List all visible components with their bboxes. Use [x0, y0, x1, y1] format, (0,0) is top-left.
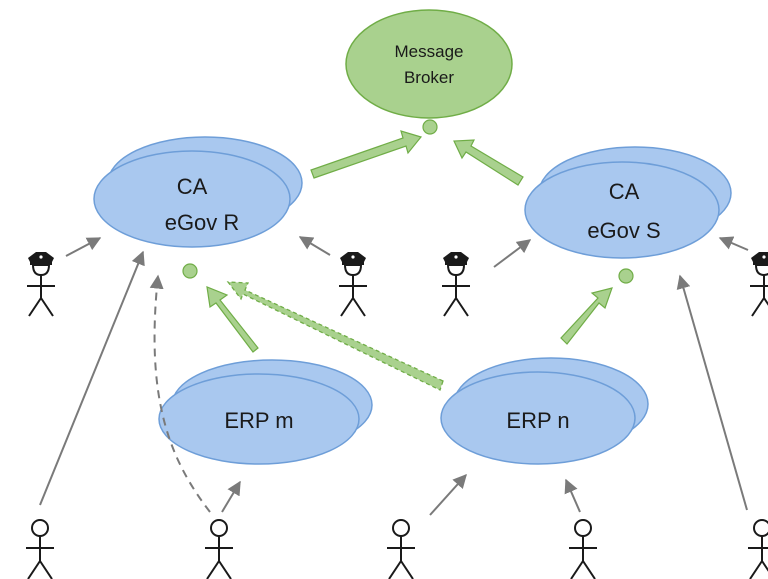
erp-m-label: ERP m [224, 408, 293, 433]
stick-figure-icon [205, 519, 233, 579]
police-officer-icon [442, 252, 470, 317]
erp-n-node: ERP n [440, 357, 649, 465]
arrow-user-to-erp-n-left [429, 473, 467, 516]
police-officer-icon [339, 252, 367, 317]
police-officer-icon [27, 252, 55, 317]
green-arrow-erp-m-to-ca-r [206, 286, 259, 353]
ca-egov-r-label-line1: CA [177, 174, 208, 199]
stick-figure-icon [26, 519, 54, 579]
erp-m-node: ERP m [158, 359, 373, 465]
green-dashed-arrow-erp-n-to-ca-r [226, 281, 444, 391]
ca-egov-s-label-line1: CA [609, 179, 640, 204]
message-broker-label-line1: Message [395, 42, 464, 61]
broker-interface-port [422, 119, 438, 135]
arrow-officer-to-ca-s [493, 239, 532, 268]
erp-n-label: ERP n [506, 408, 569, 433]
ca-egov-r-interface-port [182, 263, 198, 279]
ca-egov-s-node: CA eGov S [524, 146, 732, 259]
arrow-user-to-ca-s [676, 274, 748, 511]
arrow-officer-right-to-ca-s [718, 236, 749, 251]
ca-egov-s-label-line2: eGov S [587, 218, 660, 243]
police-officer-icon [750, 252, 768, 317]
arrow-user-to-ca-r [39, 250, 145, 506]
ca-egov-r-node: CA eGov R [93, 136, 303, 248]
green-arrow-erp-n-to-ca-s [560, 287, 613, 345]
ca-egov-s-interface-port [618, 268, 634, 284]
arrow-officer-mid-to-ca-r [298, 236, 331, 256]
stick-figure-icon [748, 519, 768, 579]
green-arrow-ca-r-to-broker [310, 130, 423, 179]
green-arrow-ca-s-to-broker [453, 139, 524, 186]
arrow-officer-to-ca-r [65, 237, 102, 257]
dashed-arrow-user-to-ca-r [149, 274, 211, 513]
arrow-user-to-erp-n-right [564, 478, 581, 513]
ca-egov-r-label-line2: eGov R [165, 210, 240, 235]
message-broker-node: Message Broker [345, 9, 513, 119]
gray-arrows [39, 236, 749, 516]
stick-figure-icon [387, 519, 415, 579]
message-broker-label-line2: Broker [404, 68, 454, 87]
arrow-user-to-erp-m [221, 480, 241, 513]
stick-figure-icon [569, 519, 597, 579]
